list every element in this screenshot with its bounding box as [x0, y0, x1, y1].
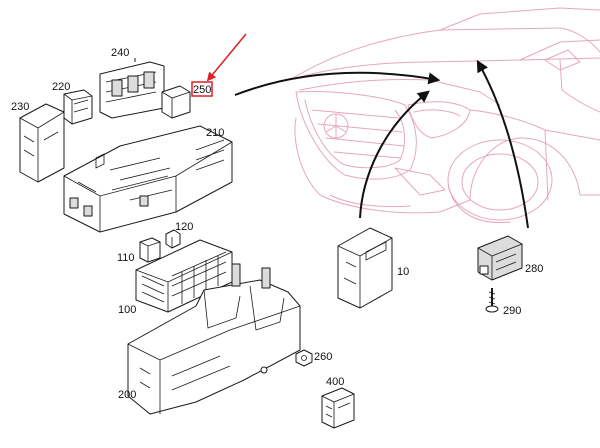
part-labels: 240 220 230 250 210 120 110 100 10 280 2… — [11, 47, 543, 401]
label-210: 210 — [206, 127, 224, 139]
part-220-cover — [63, 89, 93, 125]
label-240: 240 — [111, 47, 129, 59]
part-110-relay — [139, 237, 161, 263]
label-100: 100 — [118, 304, 136, 316]
label-280: 280 — [525, 263, 543, 275]
label-400: 400 — [326, 376, 344, 388]
part-280-module — [477, 235, 523, 281]
label-260: 260 — [314, 351, 332, 363]
label-110: 110 — [117, 252, 135, 264]
location-arrows — [234, 59, 529, 229]
vehicle-front-outline — [289, 7, 600, 224]
label-250: 250 — [193, 84, 211, 96]
highlight-box — [191, 81, 213, 97]
part-230-cover — [19, 103, 65, 183]
part-290-screw — [485, 288, 499, 313]
label-10: 10 — [397, 266, 409, 278]
label-290: 290 — [503, 305, 521, 317]
part-400-connector — [321, 387, 355, 429]
part-200-housing-lower — [127, 263, 301, 415]
part-240-relay-module — [99, 58, 165, 119]
part-250-relay — [161, 85, 191, 119]
label-200: 200 — [118, 389, 136, 401]
label-220: 220 — [52, 81, 70, 93]
part-120-fuse — [165, 229, 181, 249]
part-10-control-unit — [337, 227, 393, 309]
label-120: 120 — [175, 221, 193, 233]
highlight-pointer — [191, 33, 247, 97]
part-260-nut — [295, 349, 313, 367]
part-210-fuse-box-upper — [63, 125, 233, 233]
label-230: 230 — [11, 101, 29, 113]
